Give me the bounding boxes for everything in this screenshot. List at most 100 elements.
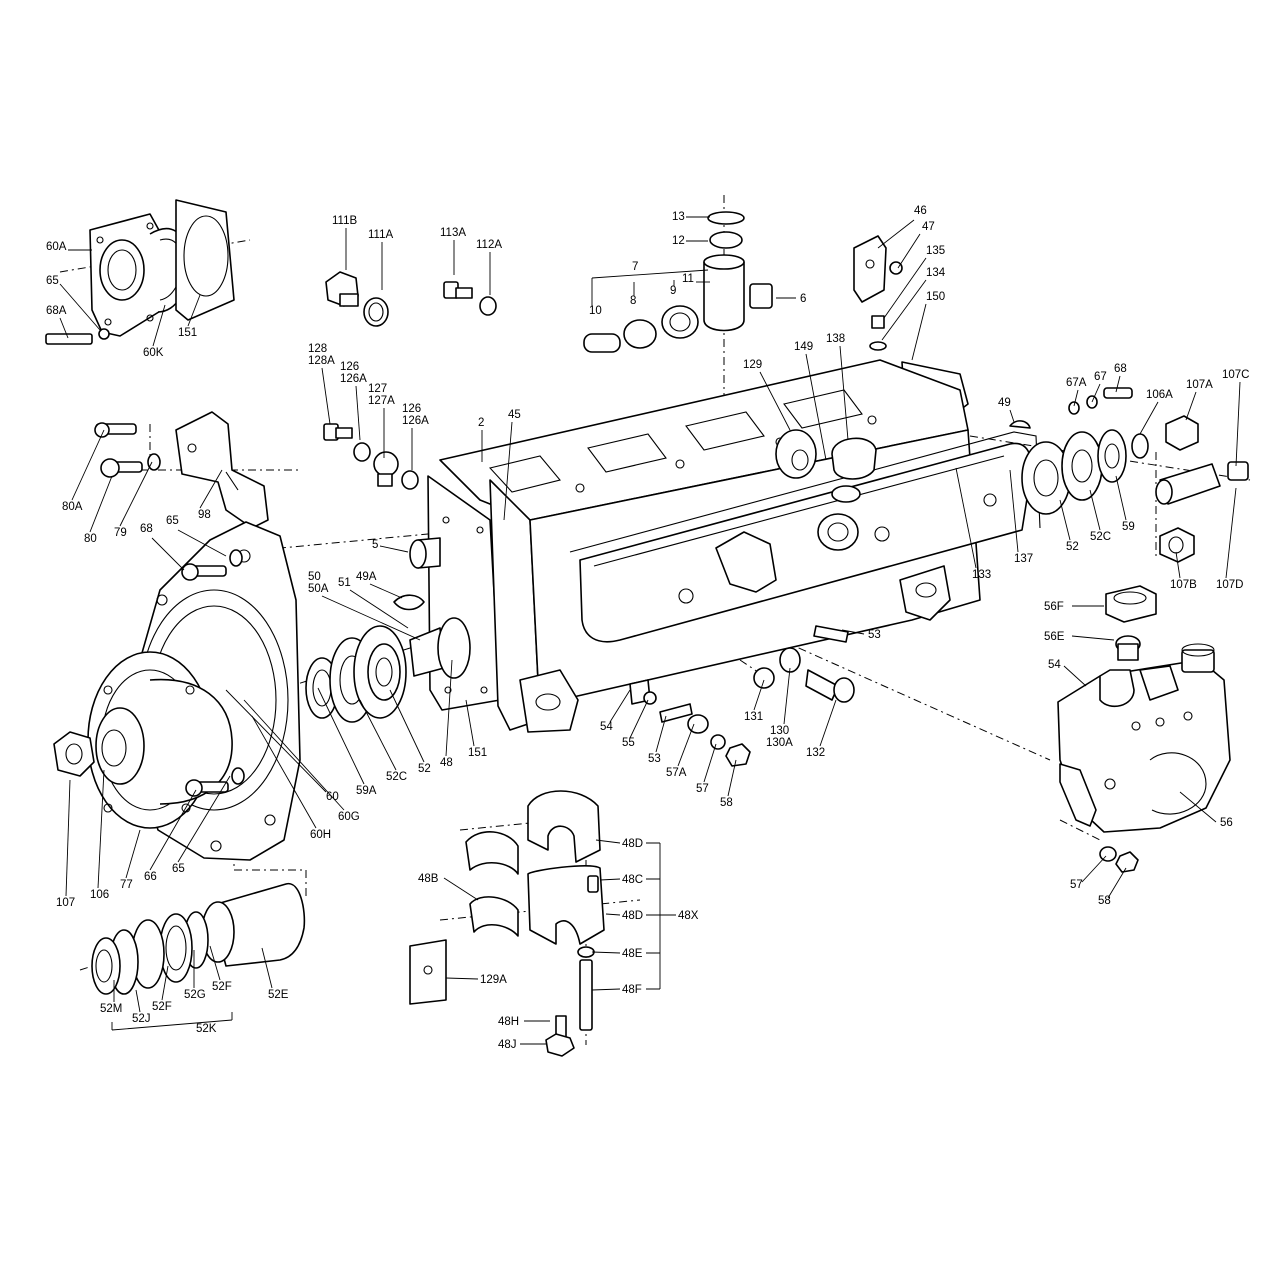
part-label-59a: 59 — [1122, 521, 1135, 533]
part-label-59A: 59A — [356, 785, 377, 797]
part-label-9: 9 — [670, 285, 676, 297]
part-label-50: 50 — [308, 571, 321, 583]
part-label-56F: 56F — [1044, 601, 1064, 613]
part-label-138: 138 — [826, 333, 845, 345]
part-label-111B: 111B — [332, 215, 357, 227]
leader-line-53a — [841, 629, 865, 635]
drive-flange-assembly — [45, 199, 235, 345]
part-label-48D1: 48D — [622, 838, 643, 850]
part-label-56: 56 — [1220, 817, 1233, 829]
part-label-48E: 48E — [622, 948, 643, 960]
left-bearing-stack — [305, 537, 471, 723]
leader-line-56E — [1071, 635, 1115, 641]
leader-line-52C — [359, 699, 397, 771]
part-label-126Aa: 126A — [340, 373, 367, 385]
leader-line-133 — [955, 467, 977, 569]
part-label-130A: 130A — [766, 737, 793, 749]
part-label-127: 127 — [368, 383, 387, 395]
leader-line-53b — [655, 715, 667, 753]
studs-and-nuts — [629, 625, 855, 767]
part-label-58b: 58 — [1098, 895, 1111, 907]
leader-line-57a — [703, 743, 717, 783]
plugs-and-washers — [325, 271, 497, 327]
part-label-107C: 107C — [1222, 369, 1250, 381]
leader-line-65b — [177, 529, 227, 557]
fittings-group — [323, 423, 419, 490]
leader-line-52E — [261, 947, 273, 989]
leader-line-52F2 — [161, 965, 169, 1001]
leader-line-106A — [1139, 401, 1159, 435]
governor-housing — [1057, 585, 1231, 873]
leader-line-151a — [187, 294, 201, 327]
leader-line-65a — [59, 283, 101, 331]
part-label-47: 47 — [922, 221, 935, 233]
part-label-126Ab: 126A — [402, 415, 429, 427]
leader-line-48 — [445, 659, 453, 757]
part-label-13: 13 — [672, 211, 685, 223]
part-label-48B: 48B — [418, 873, 439, 885]
part-label-2: 2 — [478, 417, 484, 429]
leader-line-48D2 — [605, 913, 621, 916]
part-label-149: 149 — [794, 341, 813, 353]
leader-line-80 — [89, 475, 113, 533]
part-label-128A: 128A — [308, 355, 335, 367]
leader-line-151b — [465, 699, 475, 747]
part-label-60K: 60K — [143, 347, 164, 359]
part-label-107B: 107B — [1170, 579, 1197, 591]
part-label-6: 6 — [800, 293, 806, 305]
leader-line-134 — [881, 279, 927, 341]
leader-line-54b — [1063, 665, 1087, 687]
right-bearing-stack — [1009, 387, 1249, 563]
part-label-48X: 48X — [678, 910, 699, 922]
leader-line-60G — [243, 699, 345, 811]
part-label-151b: 151 — [468, 747, 487, 759]
part-label-50A: 50A — [308, 583, 329, 595]
part-label-68b: 68 — [1114, 363, 1127, 375]
leader-line-51 — [349, 589, 409, 629]
part-label-49A: 49A — [356, 571, 377, 583]
part-label-5: 5 — [372, 539, 378, 551]
leader-line-107C — [1235, 381, 1241, 467]
leader-line-67 — [1091, 383, 1101, 403]
part-label-129: 129 — [743, 359, 762, 371]
part-label-45: 45 — [508, 409, 521, 421]
part-label-48C: 48C — [622, 874, 643, 886]
leader-line-7 — [591, 269, 709, 279]
leader-line-135 — [883, 257, 927, 319]
part-label-48: 48 — [440, 757, 453, 769]
leader-line-68A — [59, 317, 69, 339]
part-label-54b: 54 — [1048, 659, 1061, 671]
part-label-151a: 151 — [178, 327, 197, 339]
part-label-98: 98 — [198, 509, 211, 521]
leader-line-79 — [119, 461, 153, 527]
leader-line-57Aa — [677, 723, 695, 767]
leader-line-137 — [1009, 469, 1019, 553]
part-label-107: 107 — [56, 897, 75, 909]
part-label-137: 137 — [1014, 553, 1033, 565]
leader-line-67A — [1073, 389, 1079, 407]
part-label-52J: 52J — [132, 1013, 151, 1025]
part-label-127A: 127A — [368, 395, 395, 407]
part-label-65c: 65 — [172, 863, 185, 875]
part-label-51: 51 — [338, 577, 351, 589]
part-label-54a: 54 — [600, 721, 613, 733]
leader-line-60H — [251, 715, 317, 829]
part-label-52b: 52 — [418, 763, 431, 775]
leader-line-52a — [1059, 499, 1071, 541]
leader-line-66 — [149, 789, 197, 871]
part-label-150: 150 — [926, 291, 945, 303]
leader-line-48F — [591, 988, 621, 991]
leader-line-138 — [839, 345, 849, 441]
timer-housing — [53, 521, 301, 861]
leader-line-60 — [225, 689, 327, 793]
part-label-57Aa: 57A — [666, 767, 687, 779]
part-label-52F2: 52F — [152, 1001, 172, 1013]
part-label-58a: 58 — [720, 797, 733, 809]
leader-line-130 — [783, 667, 791, 725]
part-label-52K: 52K — [196, 1023, 217, 1035]
part-label-52E: 52E — [268, 989, 289, 1001]
part-label-52C: 52C — [386, 771, 407, 783]
part-label-60A: 60A — [46, 241, 67, 253]
